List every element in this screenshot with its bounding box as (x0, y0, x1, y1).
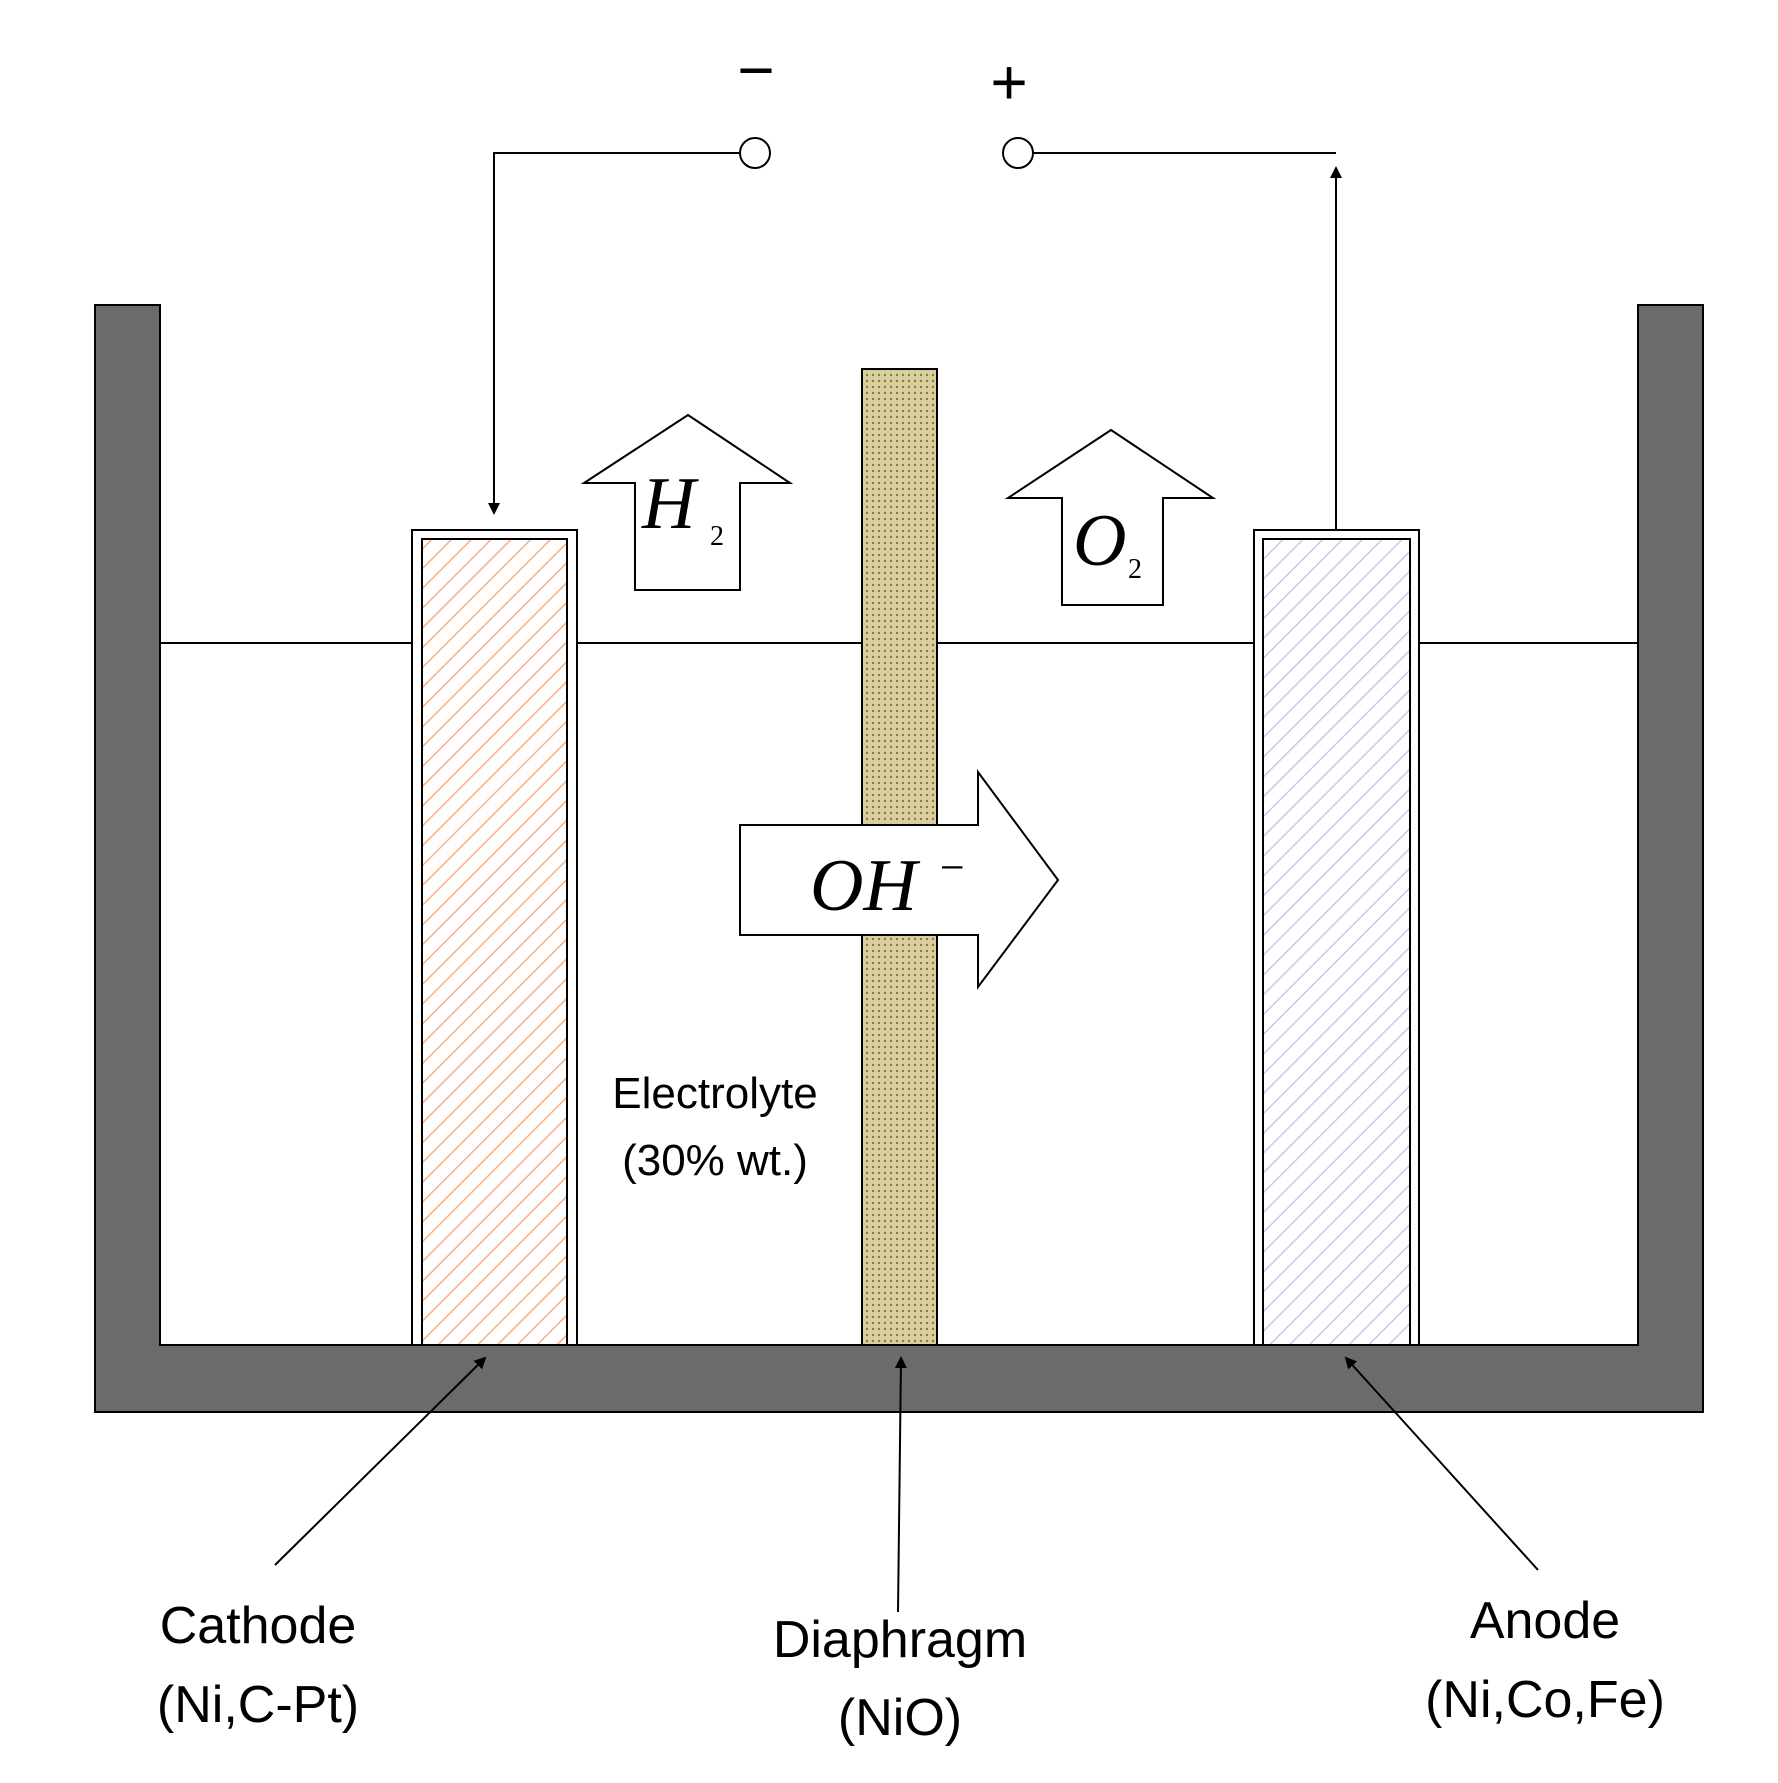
o2-up-arrow (1004, 428, 1217, 606)
oh-label: OH (810, 845, 920, 927)
cathode-electrode (411, 529, 578, 1346)
positive-sign: + (990, 46, 1027, 118)
anode-material: (Ni,Co,Fe) (1425, 1671, 1665, 1729)
cathode-material: (Ni,C-Pt) (157, 1676, 359, 1734)
anode-leader (1344, 1356, 1539, 1571)
cathode-leader (274, 1356, 487, 1566)
electrolyte-concentration: (30% wt.) (622, 1136, 808, 1185)
electrolyzer-tank (94, 304, 1704, 1413)
diaphragm-leader (894, 1356, 907, 1613)
h2-label: H (641, 463, 699, 545)
cathode-label: Cathode (160, 1597, 357, 1655)
h2-up-arrow (580, 413, 794, 591)
diaphragm-label: Diaphragm (773, 1611, 1027, 1669)
negative-sign: − (737, 34, 774, 106)
cathode-wire (488, 152, 740, 515)
anode-electrode (1253, 529, 1420, 1346)
anode-label: Anode (1470, 1592, 1620, 1650)
h2-subscript: 2 (710, 521, 724, 552)
negative-terminal (739, 137, 771, 169)
oh-superscript: − (937, 843, 967, 892)
o2-subscript: 2 (1128, 554, 1142, 585)
o2-label: O (1073, 500, 1126, 582)
oh-right-arrow (739, 768, 1060, 991)
electrolyte-label: Electrolyte (612, 1069, 817, 1118)
positive-terminal (1002, 137, 1034, 169)
diaphragm-material: (NiO) (838, 1689, 962, 1747)
